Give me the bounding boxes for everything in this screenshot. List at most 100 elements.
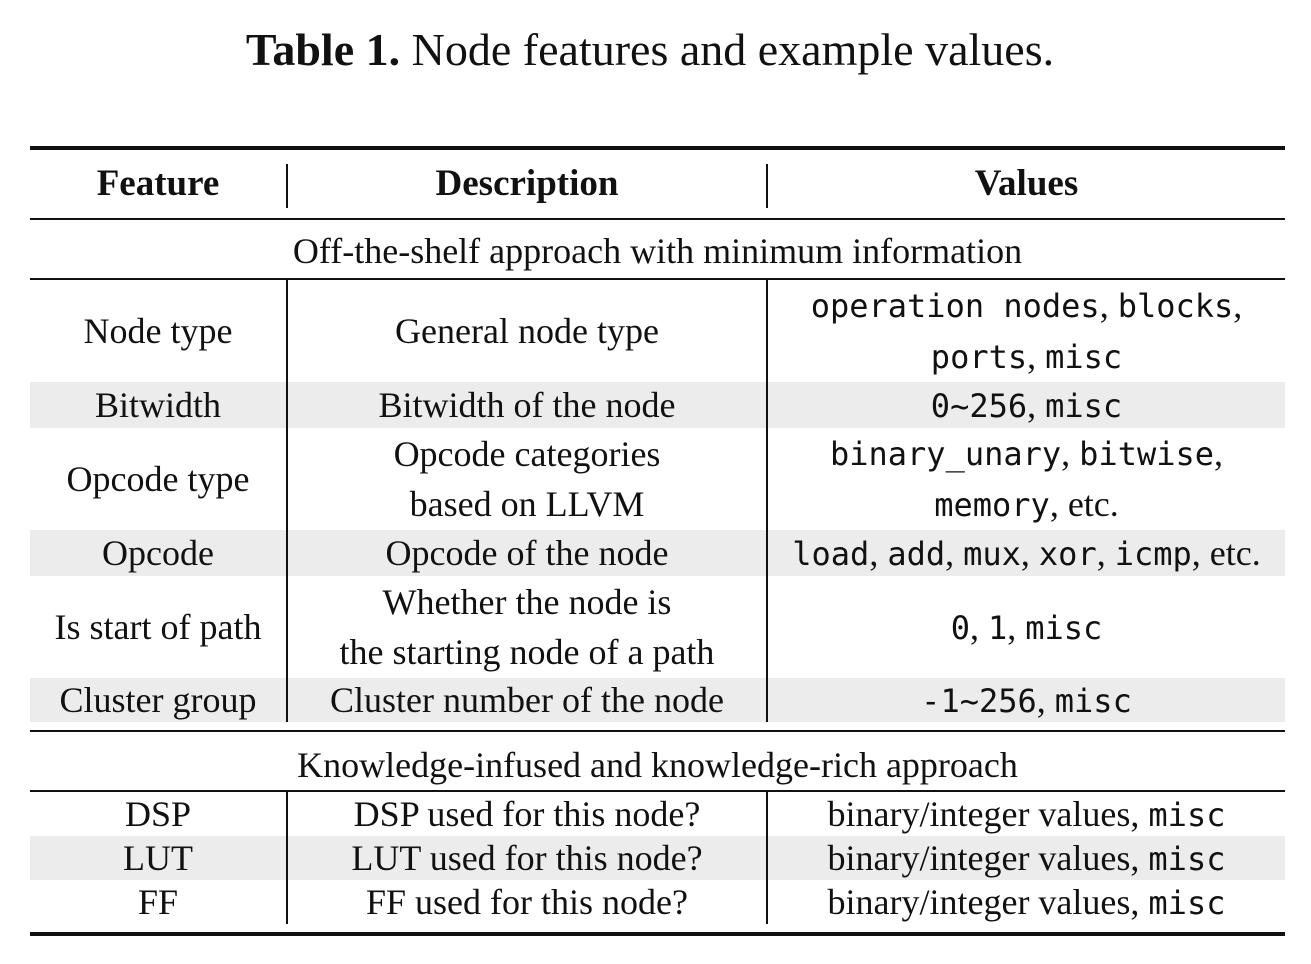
values-line: memory, etc. xyxy=(934,479,1119,530)
cell-feature: Is start of path xyxy=(54,607,262,647)
section-rule xyxy=(30,790,1285,792)
cell-feature: FF xyxy=(137,882,179,922)
text-value: , etc. xyxy=(1191,532,1261,573)
table-row: Cluster group Cluster number of the node -… xyxy=(30,678,1285,722)
cell-description: DSP used for this node? xyxy=(288,792,766,836)
values-line: 0, 1, misc xyxy=(951,602,1103,653)
table-caption: Table 1. Node features and example value… xyxy=(0,22,1300,78)
text-value: , xyxy=(1007,606,1026,647)
code-value: icmp xyxy=(1114,534,1192,573)
description-line: Opcode categories xyxy=(393,434,661,474)
table-row: Bitwidth Bitwidth of the node 0~256, misc xyxy=(30,382,1285,428)
cell-feature: Cluster group xyxy=(59,680,257,720)
code-value: 0~256 xyxy=(930,386,1028,425)
cell-description: Bitwidth of the node xyxy=(288,382,766,428)
cell-values: operation nodes, blocks,ports, misc xyxy=(768,280,1285,382)
code-value: load xyxy=(792,534,870,573)
section-heading: Off-the-shelf approach with minimum info… xyxy=(292,231,1023,271)
values-line: ports, misc xyxy=(931,331,1122,382)
cell-description: Cluster number of the node xyxy=(288,678,766,722)
text-value: , xyxy=(1027,384,1046,425)
text-value: , xyxy=(869,532,888,573)
code-value: operation nodes xyxy=(810,287,1100,325)
values-line: operation nodes, blocks, xyxy=(811,280,1243,331)
code-value: -1~256 xyxy=(921,681,1037,720)
code-value: add xyxy=(887,534,946,573)
code-value: misc xyxy=(1045,338,1123,376)
values-line: 0~256, misc xyxy=(931,380,1122,431)
description-line: General node type xyxy=(395,311,659,351)
caption-text: Node features and example values. xyxy=(411,24,1055,75)
cell-values: load, add, mux, xor, icmp, etc. xyxy=(768,530,1285,576)
code-value: ports xyxy=(930,338,1028,376)
description-line: based on LLVM xyxy=(409,484,645,524)
code-value: binary_unary xyxy=(829,435,1062,473)
values-line: binary/integer values, misc xyxy=(828,833,1226,884)
cell-description: Opcode categories based on LLVM xyxy=(288,428,766,530)
table-row: DSP DSP used for this node? binary/integer… xyxy=(30,792,1285,836)
text-value: binary/integer values, xyxy=(827,793,1149,834)
cell-values: binary_unary, bitwise,memory, etc. xyxy=(768,428,1285,530)
values-line: load, add, mux, xor, icmp, etc. xyxy=(792,528,1260,579)
cell-values: binary/integer values, misc xyxy=(768,792,1285,836)
text-value: binary/integer values, xyxy=(827,837,1149,878)
description-line: LUT used for this node? xyxy=(351,838,703,878)
code-value: misc xyxy=(1045,386,1123,425)
description-line: DSP used for this node? xyxy=(353,794,701,834)
header-description: Description xyxy=(435,163,619,204)
bottom-rule xyxy=(30,932,1285,936)
table-row: Node type General node type operation node… xyxy=(30,280,1285,382)
description-line: Cluster number of the node xyxy=(330,680,724,720)
cell-feature: Bitwidth xyxy=(94,385,222,425)
code-value: mux xyxy=(963,534,1021,573)
code-value: bitwise xyxy=(1079,435,1215,473)
text-value: , xyxy=(1096,532,1115,573)
text-value: , xyxy=(945,532,964,573)
values-line: binary/integer values, misc xyxy=(828,789,1226,840)
text-value: , xyxy=(969,606,988,647)
cell-description: FF used for this node? xyxy=(288,880,766,924)
text-value: , etc. xyxy=(1049,484,1119,524)
header-values: Values xyxy=(974,163,1079,204)
cell-feature: Node type xyxy=(83,311,233,351)
code-value: blocks xyxy=(1117,287,1234,325)
cell-values: binary/integer values, misc xyxy=(768,836,1285,880)
cell-feature: LUT xyxy=(123,838,193,878)
code-value: misc xyxy=(1148,883,1226,922)
text-value: , xyxy=(1233,285,1243,325)
column-divider xyxy=(286,280,288,722)
cell-values: 0, 1, misc xyxy=(768,576,1285,678)
code-value: 0 xyxy=(950,608,970,647)
code-value: misc xyxy=(1148,839,1226,878)
cell-feature: DSP xyxy=(124,794,192,834)
code-value: memory xyxy=(934,486,1050,524)
cell-values: -1~256, misc xyxy=(768,678,1285,722)
text-value: , xyxy=(1099,285,1118,325)
header-divider xyxy=(286,164,288,208)
description-line: Bitwidth of the node xyxy=(378,385,676,425)
cell-feature: Opcode xyxy=(102,533,214,573)
table-row: LUT LUT used for this node? binary/integer… xyxy=(30,836,1285,880)
section-heading: Knowledge-infused and knowledge-rich app… xyxy=(297,745,1018,785)
code-value: misc xyxy=(1054,681,1132,720)
values-line: binary/integer values, misc xyxy=(828,877,1226,928)
cell-values: binary/integer values, misc xyxy=(768,880,1285,924)
values-line: -1~256, misc xyxy=(921,675,1132,726)
header-divider xyxy=(766,164,768,208)
description-line: Opcode of the node xyxy=(385,533,669,573)
text-value: , xyxy=(1214,433,1224,473)
text-value: , xyxy=(1020,532,1039,573)
column-divider xyxy=(766,280,768,722)
text-value: , xyxy=(1027,336,1046,376)
header-rule xyxy=(30,218,1285,220)
header-feature: Feature xyxy=(96,163,220,204)
text-value: , xyxy=(1036,679,1055,720)
section-rule xyxy=(30,278,1285,280)
code-value: 1 xyxy=(987,608,1008,647)
cell-values: 0~256, misc xyxy=(768,382,1285,428)
text-value: binary/integer values, xyxy=(827,881,1149,922)
